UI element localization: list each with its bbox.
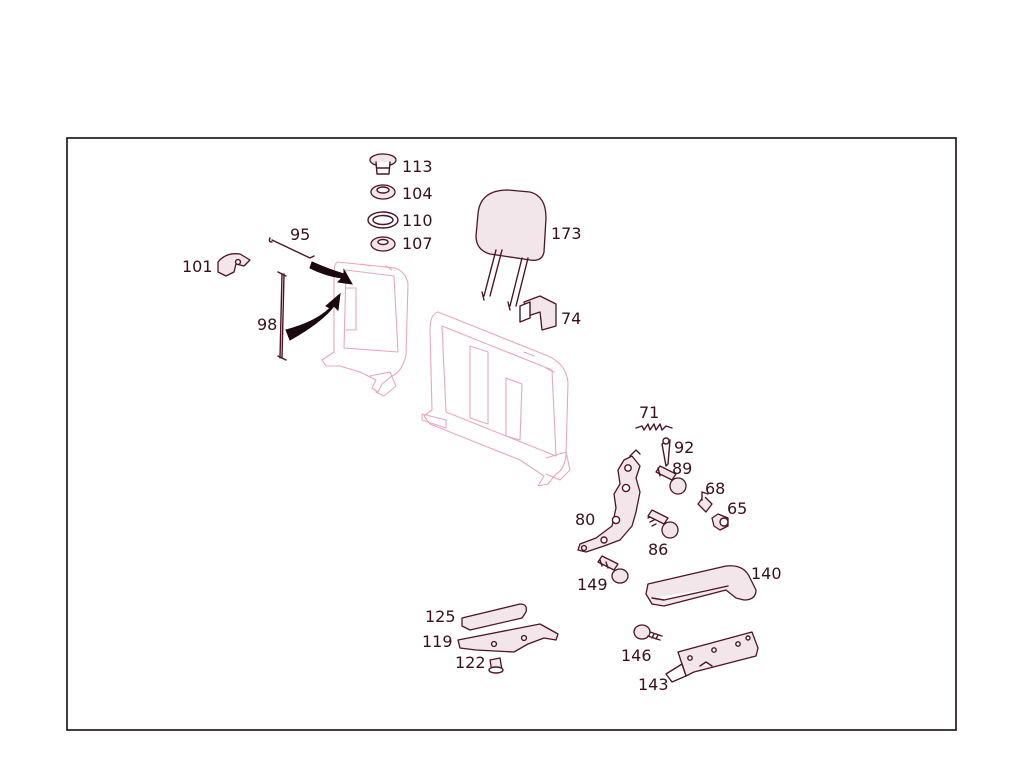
callout-98: 98: [257, 315, 277, 334]
callout-65: 65: [727, 499, 747, 518]
callout-95: 95: [290, 225, 310, 244]
callout-104: 104: [402, 184, 433, 203]
callout-71: 71: [639, 403, 659, 422]
arrow-insert-lower: [285, 292, 341, 341]
headrest-guide-part: [519, 295, 557, 331]
bolt-68-part: [697, 491, 713, 513]
callout-101: 101: [182, 257, 213, 276]
callout-110: 110: [402, 211, 433, 230]
callout-107: 107: [402, 234, 433, 253]
bolt-89-part: [655, 465, 687, 495]
bracket-rail-part: [665, 631, 759, 683]
callout-113: 113: [402, 157, 433, 176]
wire-part: [268, 237, 315, 259]
callout-146: 146: [621, 646, 652, 665]
grommet-stack: [367, 153, 399, 252]
callout-86: 86: [648, 540, 668, 559]
callout-80: 80: [575, 510, 595, 529]
callout-92: 92: [674, 438, 694, 457]
callout-173: 173: [551, 224, 582, 243]
callout-119: 119: [422, 632, 453, 651]
callout-89: 89: [672, 459, 692, 478]
callout-143: 143: [638, 675, 669, 694]
hinge-bracket-part: [577, 449, 641, 553]
clip-part: [217, 253, 251, 277]
trim-strip-part: [461, 603, 528, 631]
arrow-insert-upper: [309, 261, 353, 285]
panel-part: [457, 623, 559, 653]
seat-backrest-right-outline: [421, 311, 571, 487]
rod-part: [277, 271, 287, 361]
callout-122: 122: [455, 653, 486, 672]
callout-125: 125: [425, 607, 456, 626]
callout-140: 140: [751, 564, 782, 583]
spring-part: [635, 423, 673, 431]
cover-part: [645, 565, 757, 607]
headrest-part: [475, 189, 547, 311]
bolt-65-part: [711, 513, 729, 531]
bolt-86-part: [647, 509, 679, 539]
callout-74: 74: [561, 309, 581, 328]
callout-149: 149: [577, 575, 608, 594]
clip-nut-part: [488, 657, 504, 674]
pin-part: [661, 437, 671, 467]
bolt-149-part: [597, 555, 629, 584]
screw-part: [633, 624, 663, 641]
callout-68: 68: [705, 479, 725, 498]
seat-backrest-left-outline: [321, 261, 409, 397]
diagram-frame: [66, 137, 957, 731]
